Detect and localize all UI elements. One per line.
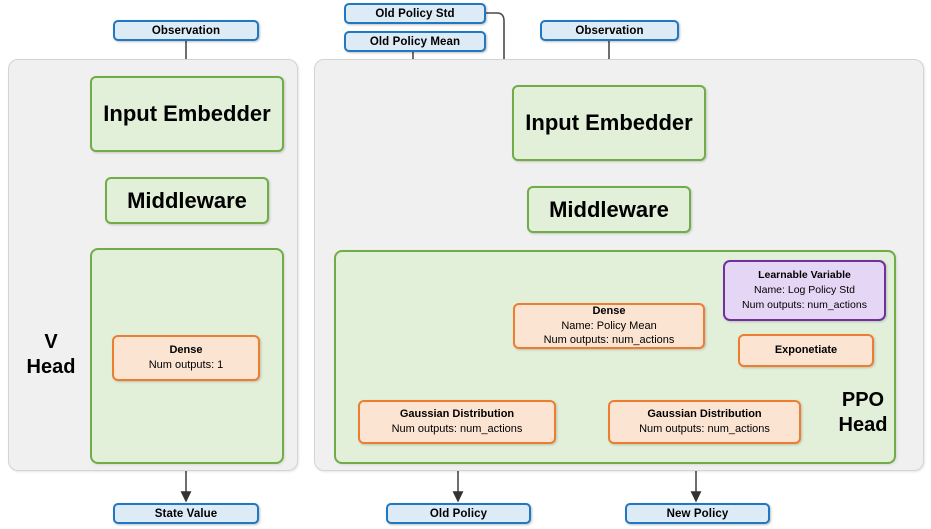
gaussian-old-title: Gaussian Distribution	[399, 408, 515, 421]
old-policy-std-input[interactable]: Old Policy Std	[344, 3, 486, 24]
new-policy-output[interactable]: New Policy	[625, 503, 770, 524]
ppo-head-label: PPO Head	[818, 388, 908, 438]
old-policy-mean-input[interactable]: Old Policy Mean	[344, 31, 486, 52]
v-head-label-line2: Head	[26, 356, 76, 378]
middleware-v-label: Middleware	[127, 187, 247, 213]
dense-policy-mean-name: Name: Policy Mean	[561, 319, 657, 332]
edge-old-policy-std-to-gaussian-old	[486, 12, 510, 401]
v-head-label: V Head	[18, 330, 84, 380]
middleware-ppo-label: Middleware	[549, 196, 669, 222]
v-head-label-line1: V	[44, 331, 58, 353]
input-embedder-ppo-label: Input Embedder	[525, 110, 693, 135]
dense-policy-mean-title: Dense	[592, 304, 626, 317]
learnable-variable-title: Learnable Variable	[758, 268, 851, 281]
dense-policy-mean[interactable]: Dense Name: Policy Mean Num outputs: num…	[513, 303, 705, 349]
dense-v-num-outputs: Num outputs: 1	[148, 359, 224, 371]
observation-input-ppo[interactable]: Observation	[540, 20, 679, 41]
learnable-variable-log-policy-std[interactable]: Learnable Variable Name: Log Policy Std …	[723, 260, 886, 321]
ppo-head-label-line1: PPO	[841, 389, 885, 411]
observation-input-v-label: Observation	[151, 24, 221, 37]
dense-v-title: Dense	[169, 344, 203, 357]
gaussian-new-num-outputs: Num outputs: num_actions	[639, 423, 770, 435]
state-value-output[interactable]: State Value	[113, 503, 259, 524]
old-policy-output-label: Old Policy	[429, 507, 488, 520]
middleware-ppo[interactable]: Middleware	[527, 186, 691, 233]
dense-policy-mean-num-outputs: Num outputs: num_actions	[543, 334, 675, 347]
gaussian-old-num-outputs: Num outputs: num_actions	[391, 423, 523, 435]
state-value-output-label: State Value	[154, 507, 218, 520]
old-policy-std-input-label: Old Policy Std	[375, 7, 455, 20]
exponentiate-title: Exponetiate	[774, 344, 838, 357]
input-embedder-v[interactable]: Input Embedder	[90, 76, 284, 152]
learnable-variable-name: Name: Log Policy Std	[754, 283, 855, 296]
new-policy-output-label: New Policy	[666, 507, 729, 520]
observation-input-v[interactable]: Observation	[113, 20, 259, 41]
gaussian-new-title: Gaussian Distribution	[647, 408, 762, 421]
learnable-variable-num-outputs: Num outputs: num_actions	[742, 299, 867, 312]
old-policy-output[interactable]: Old Policy	[386, 503, 531, 524]
old-policy-mean-input-label: Old Policy Mean	[369, 35, 461, 48]
gaussian-distribution-new[interactable]: Gaussian Distribution Num outputs: num_a…	[608, 400, 801, 444]
dense-v[interactable]: Dense Num outputs: 1	[112, 335, 260, 381]
middleware-v[interactable]: Middleware	[105, 177, 269, 224]
observation-input-ppo-label: Observation	[575, 24, 644, 37]
input-embedder-v-label: Input Embedder	[103, 101, 271, 126]
exponentiate-op[interactable]: Exponetiate	[738, 334, 874, 367]
input-embedder-ppo[interactable]: Input Embedder	[512, 85, 706, 161]
ppo-head-label-line2: Head	[838, 414, 888, 436]
gaussian-distribution-old[interactable]: Gaussian Distribution Num outputs: num_a…	[358, 400, 556, 444]
